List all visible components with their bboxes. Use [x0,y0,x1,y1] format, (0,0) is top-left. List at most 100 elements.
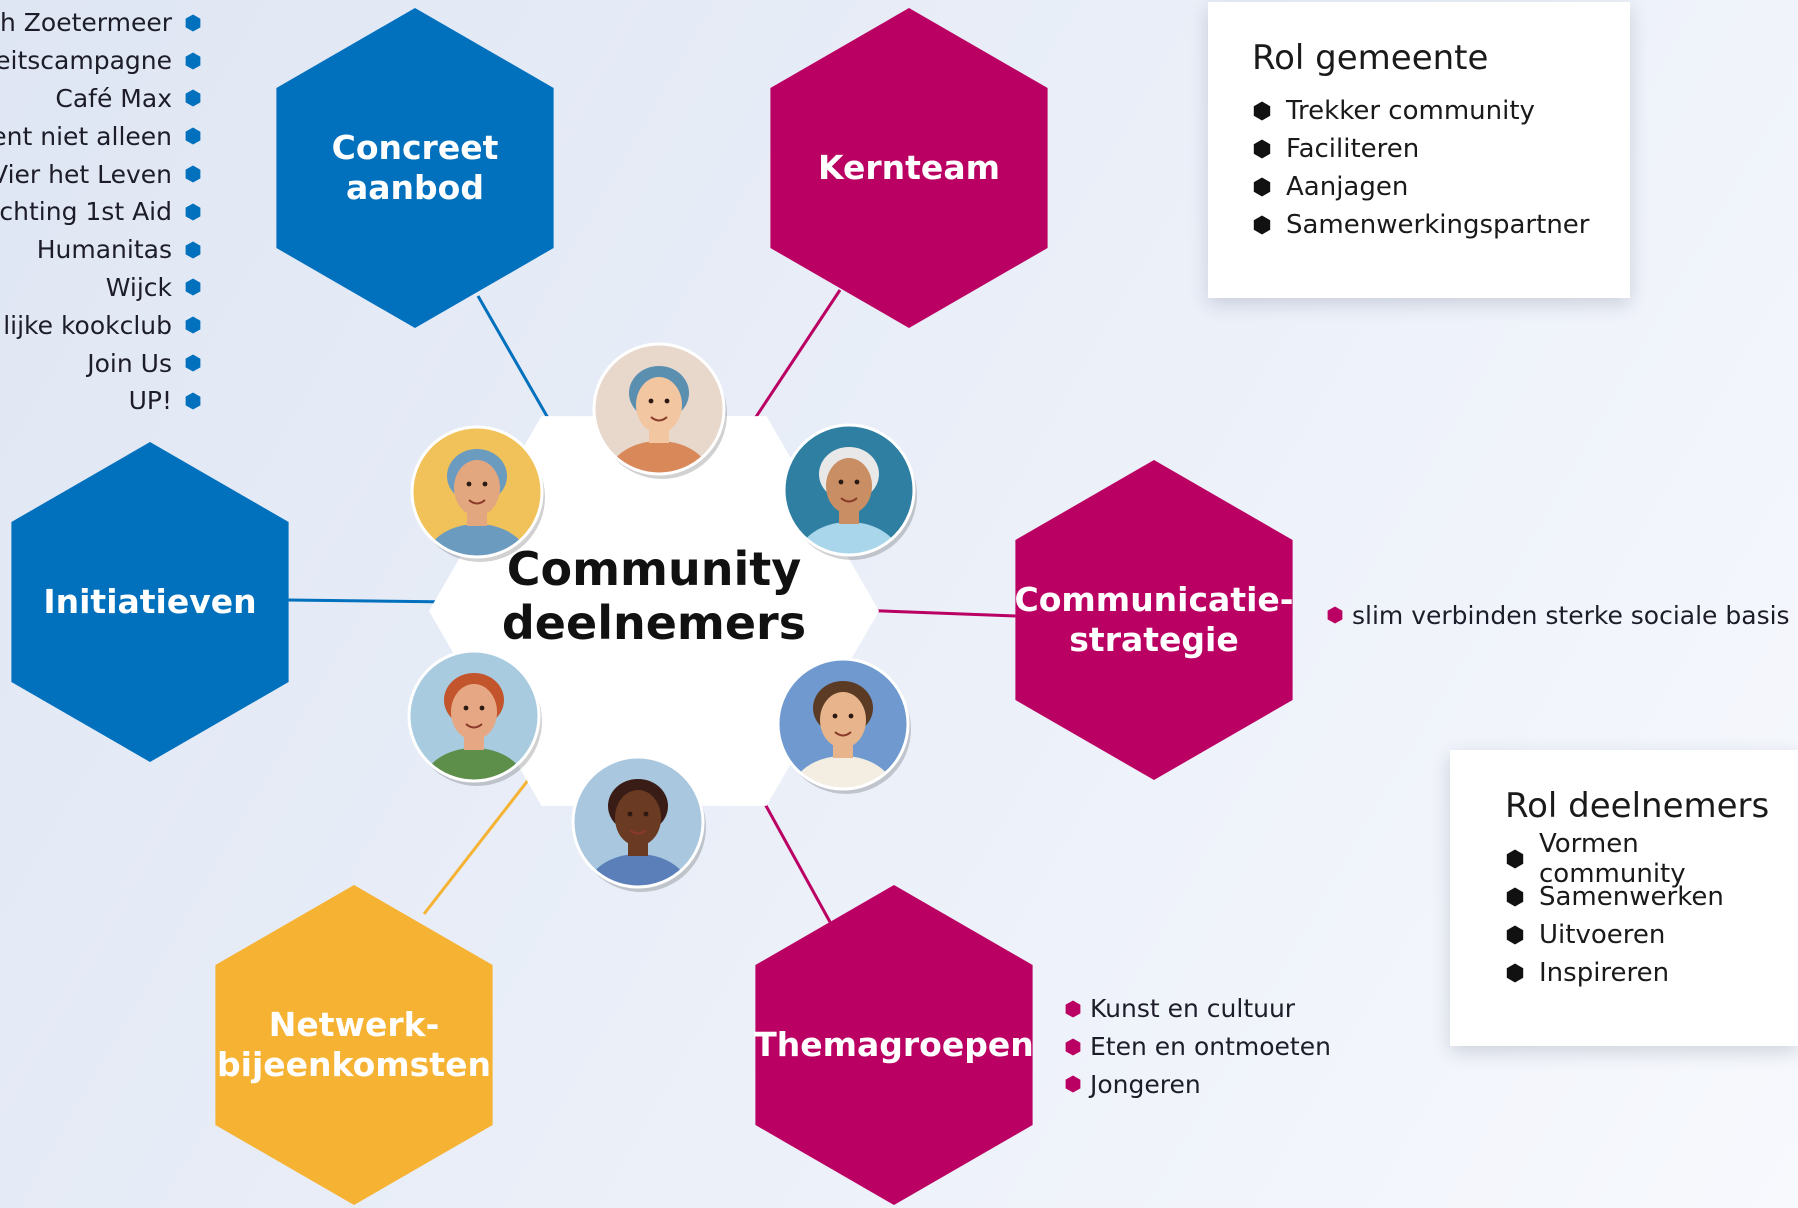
hex-communicatiestrategie [1015,460,1293,780]
role-item-text: Samenwerken [1539,882,1724,912]
list-item-text: Jongeren [1090,1069,1201,1099]
hex-bullet-icon [185,278,201,297]
list-item-text: Humanitas [36,235,172,265]
hex-bullet-icon [185,392,201,410]
hex-label-communicatiestrategie: Communicatie- strategie [1014,580,1294,659]
role-item-text: Aanjagen [1286,172,1409,202]
list-item-text: chting 1st Aid [0,197,172,227]
hex-bullet-icon [185,89,201,108]
hex-bullet-icon [1065,1075,1081,1094]
hex-bullet-icon [185,354,201,372]
hex-bullet-icon [185,241,201,259]
role-item: Samenwerkingspartner [1252,206,1606,244]
role-item: Vormen community [1505,829,1788,889]
hex-label-kernteam: Kernteam [818,148,1000,188]
connector-initiatieven [287,598,457,604]
hex-bullet-icon [1506,849,1524,869]
hex-initiatieven [11,442,289,762]
list-item-text: Join Us [87,348,172,378]
role-item: Faciliteren [1252,130,1606,168]
role-item: Uitvoeren [1505,916,1788,954]
list-item: Vier het Leven [0,155,202,193]
list-item: ent niet alleen [0,117,202,155]
list-item: Join Us [0,344,202,382]
list-item: h Zoetermeer [0,4,202,42]
hex-label-netwerkbijeenkomsten: Netwerk- bijeenkomsten [217,1005,491,1084]
hex-label-concreet-aanbod: Concreet aanbod [331,128,499,207]
role-item: Trekker community [1252,92,1606,130]
role-item-text: Inspireren [1539,958,1670,988]
hex-bullet-icon [1253,215,1271,235]
list-item: Jongeren [1064,1066,1331,1104]
list-item-text: Wijck [105,272,172,302]
list-item: UP! [0,382,202,420]
hex-bullet-icon [1065,1000,1081,1018]
avatar-woman-hijab [410,425,545,562]
hex-netwerkbijeenkomsten [215,885,493,1205]
list-item-text: Café Max [55,83,172,113]
hex-bullet-icon [185,127,201,145]
hex-bullet-icon [1253,177,1271,197]
list-item: Humanitas [0,231,202,269]
list-item: Eten en ontmoeten [1064,1028,1331,1066]
hex-bullet-icon [1253,101,1271,121]
connector-themagroepen [752,783,832,923]
list-item-text: ent niet alleen [0,121,172,151]
role-item: Samenwerken [1505,878,1788,916]
avatars [407,342,917,892]
role-item-text: Uitvoeren [1539,920,1666,950]
center-label: Community deelnemers [501,541,807,650]
list-item-text: h Zoetermeer [0,8,172,38]
hex-themagroepen [755,885,1033,1205]
avatar-woman-turban [592,342,727,479]
list-item: chting 1st Aid [0,193,202,231]
list-item-text: Eten en ontmoeten [1090,1032,1331,1062]
list-item-text: eitscampagne [0,46,172,76]
hex-bullet-icon [1253,139,1271,159]
hex-kernteam [770,8,1048,328]
list-item-text: Kunst en cultuur [1090,994,1296,1024]
rol-deelnemers-title: Rol deelnemers [1505,786,1770,826]
rol-gemeente-title: Rol gemeente [1252,38,1489,78]
avatar-man-curly-hair [776,657,911,794]
list-item-text: lijke kookclub [3,310,172,340]
list-item-text: Vier het Leven [0,159,172,189]
role-item: Inspireren [1505,954,1788,992]
connector-communicatiestrategie [855,608,1017,618]
connectors [287,289,1017,923]
role-item-text: Faciliteren [1286,134,1420,164]
list-item-text: slim verbinden sterke sociale basis [1352,600,1790,630]
hex-bullet-icon [185,203,201,221]
hex-label-initiatieven: Initiatieven [43,582,257,622]
list-item: slim verbinden sterke sociale basis [1326,594,1790,636]
connector-kernteam [744,289,842,433]
hex-label-themagroepen: Themagroepen [754,1025,1034,1065]
avatar-older-man-beard [782,423,917,560]
avatar-man-red-beard [407,649,542,786]
hex-concreet-aanbod [276,8,554,328]
hex-bullet-icon [185,165,201,183]
hexagons [11,8,1293,1205]
hex-bullet-icon [1065,1038,1081,1056]
hex-bullet-icon [1506,925,1524,945]
communicatie-list: slim verbinden sterke sociale basis [1326,594,1790,636]
role-item-text: Vormen community [1539,829,1686,889]
role-item-text: Samenwerkingspartner [1286,210,1590,240]
hex-bullet-icon [185,14,201,32]
list-item: Wijck [0,269,202,307]
role-item: Aanjagen [1252,168,1606,206]
role-item-text: Trekker community [1286,96,1535,126]
avatar-woman-afro [571,755,706,892]
list-item: Kunst en cultuur [1064,990,1331,1028]
hex-center [429,416,879,806]
hex-bullet-icon [185,52,201,70]
hex-bullet-icon [1506,963,1524,983]
list-item-text: UP! [128,386,172,416]
